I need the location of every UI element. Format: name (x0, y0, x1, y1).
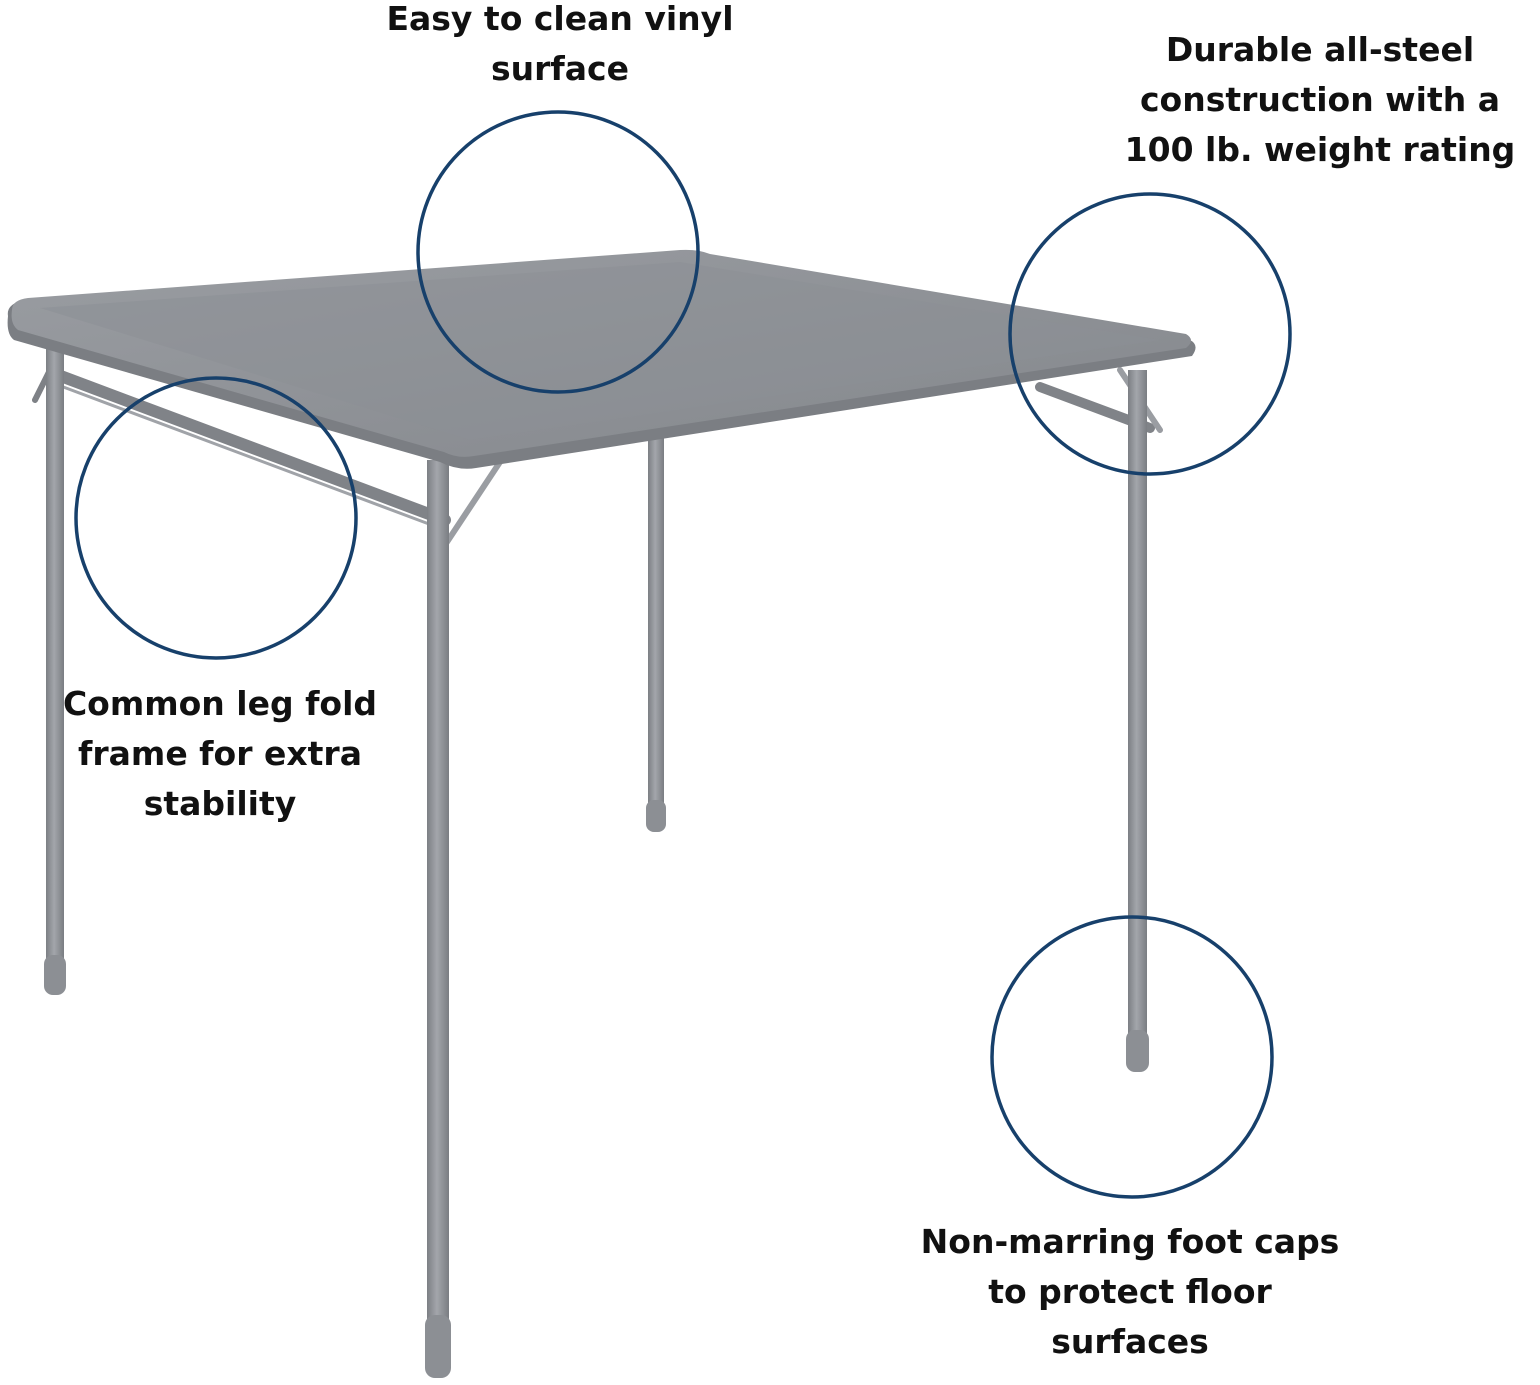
circle-surface (416, 110, 700, 394)
back-leg (646, 425, 666, 832)
highlight-circles (74, 110, 1292, 1199)
circle-frame (74, 376, 358, 660)
circle-steel (1008, 192, 1292, 476)
table-top (7, 249, 1196, 469)
callout-leg-fold-frame: Common leg fold frame for extra stabilit… (62, 684, 378, 823)
callout-steel-construction: Durable all-steel construction with a 10… (1124, 30, 1516, 169)
right-leg (1126, 370, 1149, 1072)
callout-vinyl-surface: Easy to clean vinyl surface (386, 0, 734, 88)
callout-foot-caps: Non-marring foot caps to protect floor s… (920, 1222, 1340, 1361)
front-leg (425, 460, 451, 1378)
circle-feet (990, 915, 1274, 1199)
folding-table-illustration (7, 110, 1292, 1378)
front-left-leg (44, 340, 66, 995)
